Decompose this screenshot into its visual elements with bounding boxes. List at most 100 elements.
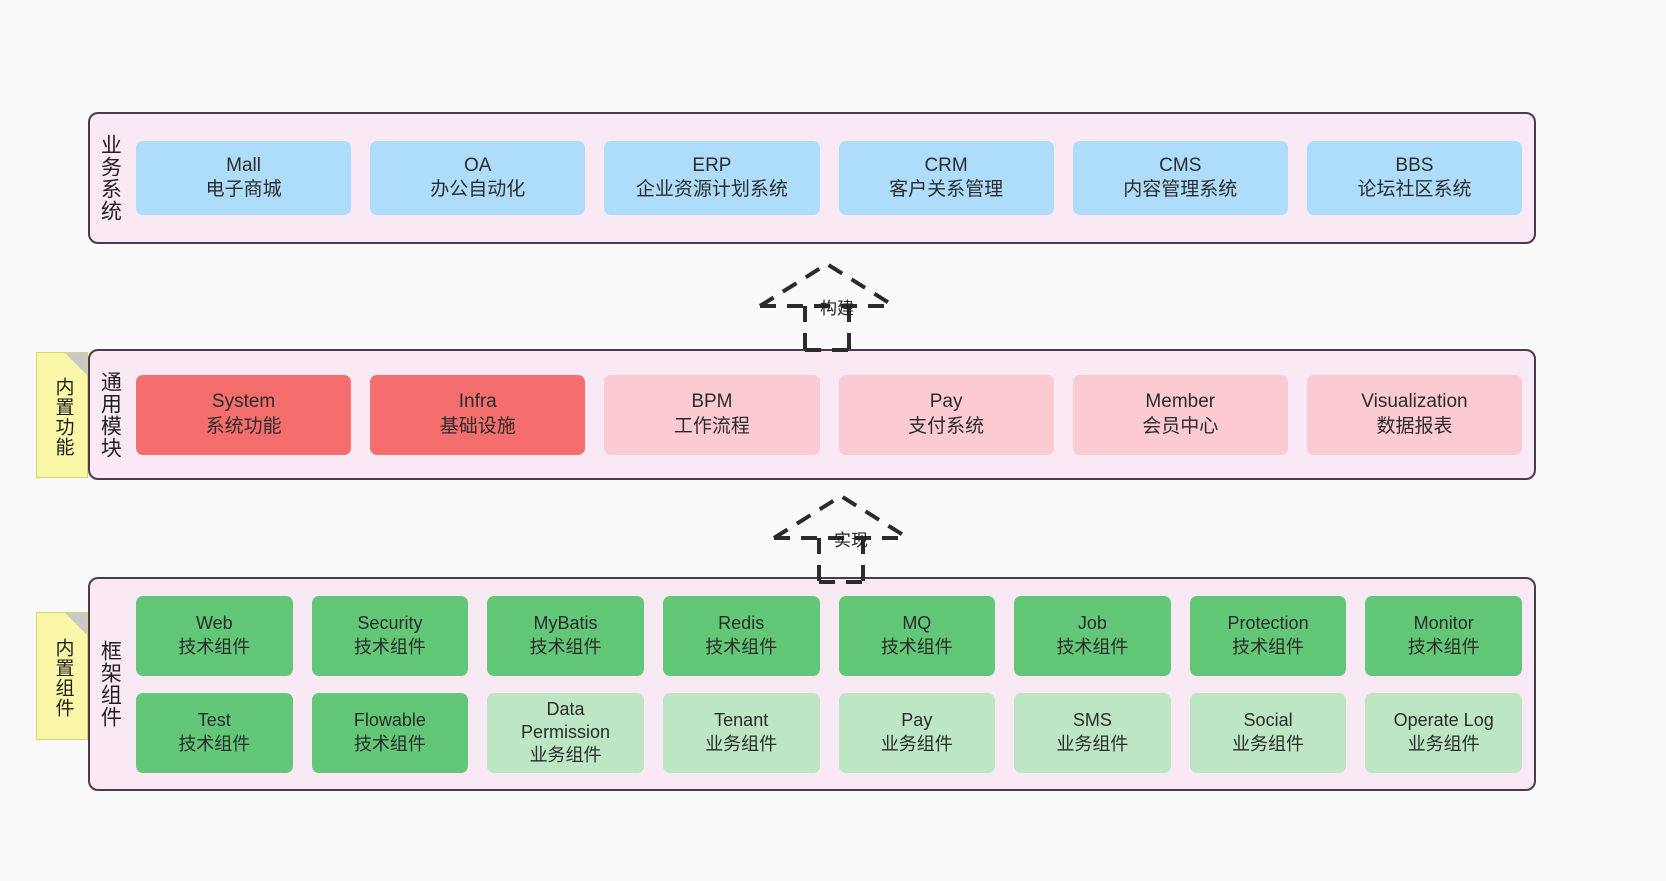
- node-mq[interactable]: MQ 技术组件: [838, 595, 996, 676]
- node-title: System: [211, 391, 276, 413]
- layer-label-framework: 框架组件: [98, 640, 122, 728]
- node-bpm[interactable]: BPM 工作流程: [604, 374, 820, 455]
- note-builtin-components: 内置组件: [36, 612, 88, 740]
- node-visualization[interactable]: Visualization 数据报表: [1306, 374, 1523, 455]
- node-test[interactable]: Test 技术组件: [136, 692, 293, 773]
- node-subtitle: 业务组件: [705, 733, 778, 754]
- node-subtitle: 电子商城: [205, 179, 282, 200]
- note-label: 内置功能: [52, 377, 74, 457]
- node-security[interactable]: Security 技术组件: [311, 595, 469, 676]
- layer-business-systems: 业务系统 Mall 电子商城 OA 办公自动化 ERP 企业资源计划系统 CRM…: [88, 112, 1536, 244]
- node-title: ERP: [692, 154, 732, 176]
- node-subtitle: 技术组件: [178, 636, 251, 657]
- node-subtitle: 业务组件: [880, 733, 953, 754]
- node-title: MQ: [902, 613, 932, 634]
- node-social[interactable]: Social 业务组件: [1189, 692, 1347, 773]
- implement-arrow-label: 实现: [834, 531, 868, 550]
- node-subtitle: 技术组件: [1232, 636, 1305, 657]
- node-mybatis[interactable]: MyBatis 技术组件: [487, 595, 644, 676]
- layer-body-common: System 系统功能 Infra 基础设施 BPM 工作流程 Pay 支付系统…: [128, 351, 1534, 478]
- note-fold-icon: [65, 353, 87, 375]
- node-bbs[interactable]: BBS 论坛社区系统: [1306, 141, 1523, 215]
- note-builtin-features: 内置功能: [36, 352, 88, 478]
- node-title: Visualization: [1361, 391, 1468, 413]
- node-tenant[interactable]: Tenant 业务组件: [662, 692, 820, 773]
- node-pay-component[interactable]: Pay 业务组件: [838, 692, 996, 773]
- node-title: Security: [357, 613, 423, 634]
- node-protection[interactable]: Protection 技术组件: [1189, 595, 1347, 676]
- layer-body-framework: Web 技术组件 Security 技术组件 MyBatis 技术组件 Redi…: [128, 579, 1534, 789]
- node-subtitle: 业务组件: [1232, 733, 1305, 754]
- note-fold-icon: [65, 613, 87, 635]
- node-title: OA: [464, 154, 492, 176]
- layer-row: Web 技术组件 Security 技术组件 MyBatis 技术组件 Redi…: [136, 595, 1522, 676]
- layer-body-business: Mall 电子商城 OA 办公自动化 ERP 企业资源计划系统 CRM 客户关系…: [128, 114, 1534, 242]
- build-arrow-glyph: [758, 261, 896, 352]
- node-subtitle: 技术组件: [353, 733, 426, 754]
- node-title: Pay: [929, 391, 963, 413]
- node-subtitle: 业务组件: [1407, 733, 1480, 754]
- node-title: Mall: [226, 154, 261, 176]
- node-job[interactable]: Job 技术组件: [1014, 595, 1171, 676]
- layer-label-business: 业务系统: [98, 134, 122, 222]
- node-infra[interactable]: Infra 基础设施: [370, 374, 586, 455]
- node-subtitle: 支付系统: [908, 415, 985, 437]
- layer-label-common: 通用模块: [98, 370, 122, 459]
- node-sms[interactable]: SMS 业务组件: [1014, 692, 1171, 773]
- node-subtitle: 办公自动化: [430, 179, 526, 200]
- node-title: Infra: [458, 391, 497, 413]
- node-flowable[interactable]: Flowable 技术组件: [311, 692, 469, 773]
- node-monitor[interactable]: Monitor 技术组件: [1365, 595, 1522, 676]
- node-subtitle: 会员中心: [1142, 415, 1219, 437]
- node-member[interactable]: Member 会员中心: [1072, 374, 1288, 455]
- layer-common-modules: 通用模块 System 系统功能 Infra 基础设施 BPM 工作流程 Pay…: [88, 349, 1536, 480]
- node-operate-log[interactable]: Operate Log 业务组件: [1365, 692, 1522, 773]
- node-title: CMS: [1159, 154, 1202, 176]
- node-subtitle: 技术组件: [1407, 636, 1480, 657]
- node-web[interactable]: Web 技术组件: [136, 595, 293, 676]
- node-redis[interactable]: Redis 技术组件: [662, 595, 820, 676]
- node-subtitle: 业务组件: [529, 745, 602, 766]
- node-title: SMS: [1072, 710, 1112, 731]
- node-subtitle: 数据报表: [1376, 415, 1453, 437]
- node-title: Tenant: [714, 710, 769, 731]
- node-erp[interactable]: ERP 企业资源计划系统: [604, 141, 820, 215]
- node-title: Protection: [1227, 613, 1309, 634]
- node-title: BPM: [691, 391, 733, 413]
- node-crm[interactable]: CRM 客户关系管理: [838, 141, 1054, 215]
- node-title: CRM: [924, 154, 968, 176]
- layer-row: Mall 电子商城 OA 办公自动化 ERP 企业资源计划系统 CRM 客户关系…: [136, 141, 1523, 215]
- node-subtitle: 内容管理系统: [1123, 179, 1238, 200]
- node-title: BBS: [1395, 154, 1434, 176]
- node-title: Redis: [718, 613, 765, 634]
- node-subtitle: 企业资源计划系统: [635, 179, 788, 200]
- node-title: Flowable: [353, 710, 426, 731]
- node-cms[interactable]: CMS 内容管理系统: [1072, 141, 1288, 215]
- node-title: Job: [1077, 613, 1107, 634]
- note-label: 内置组件: [52, 638, 74, 718]
- node-data-permission[interactable]: Data Permission 业务组件: [487, 692, 644, 773]
- node-subtitle: 技术组件: [880, 636, 953, 657]
- node-subtitle: 基础设施: [439, 415, 516, 437]
- layer-row: Test 技术组件 Flowable 技术组件 Data Permission …: [136, 692, 1522, 773]
- node-title: Social: [1243, 710, 1293, 731]
- node-system[interactable]: System 系统功能: [136, 374, 352, 455]
- node-subtitle: 技术组件: [1056, 636, 1129, 657]
- node-title: Test: [197, 710, 231, 731]
- node-mall[interactable]: Mall 电子商城: [136, 141, 352, 215]
- node-pay-module[interactable]: Pay 支付系统: [838, 374, 1054, 455]
- node-oa[interactable]: OA 办公自动化: [370, 141, 586, 215]
- layer-framework-components: 框架组件 Web 技术组件 Security 技术组件 MyBatis 技术组件…: [88, 577, 1536, 791]
- node-subtitle: 工作流程: [673, 415, 750, 437]
- node-subtitle: 客户关系管理: [889, 179, 1004, 200]
- node-subtitle: 技术组件: [178, 733, 251, 754]
- node-subtitle: 论坛社区系统: [1357, 179, 1472, 200]
- build-arrow-label: 构建: [820, 299, 854, 318]
- implement-arrow: 实现: [766, 490, 916, 585]
- node-title: Pay: [901, 710, 933, 731]
- node-title: Web: [195, 613, 233, 634]
- layer-row: System 系统功能 Infra 基础设施 BPM 工作流程 Pay 支付系统…: [136, 374, 1523, 455]
- node-title: Monitor: [1413, 613, 1474, 634]
- node-title: Member: [1145, 391, 1216, 413]
